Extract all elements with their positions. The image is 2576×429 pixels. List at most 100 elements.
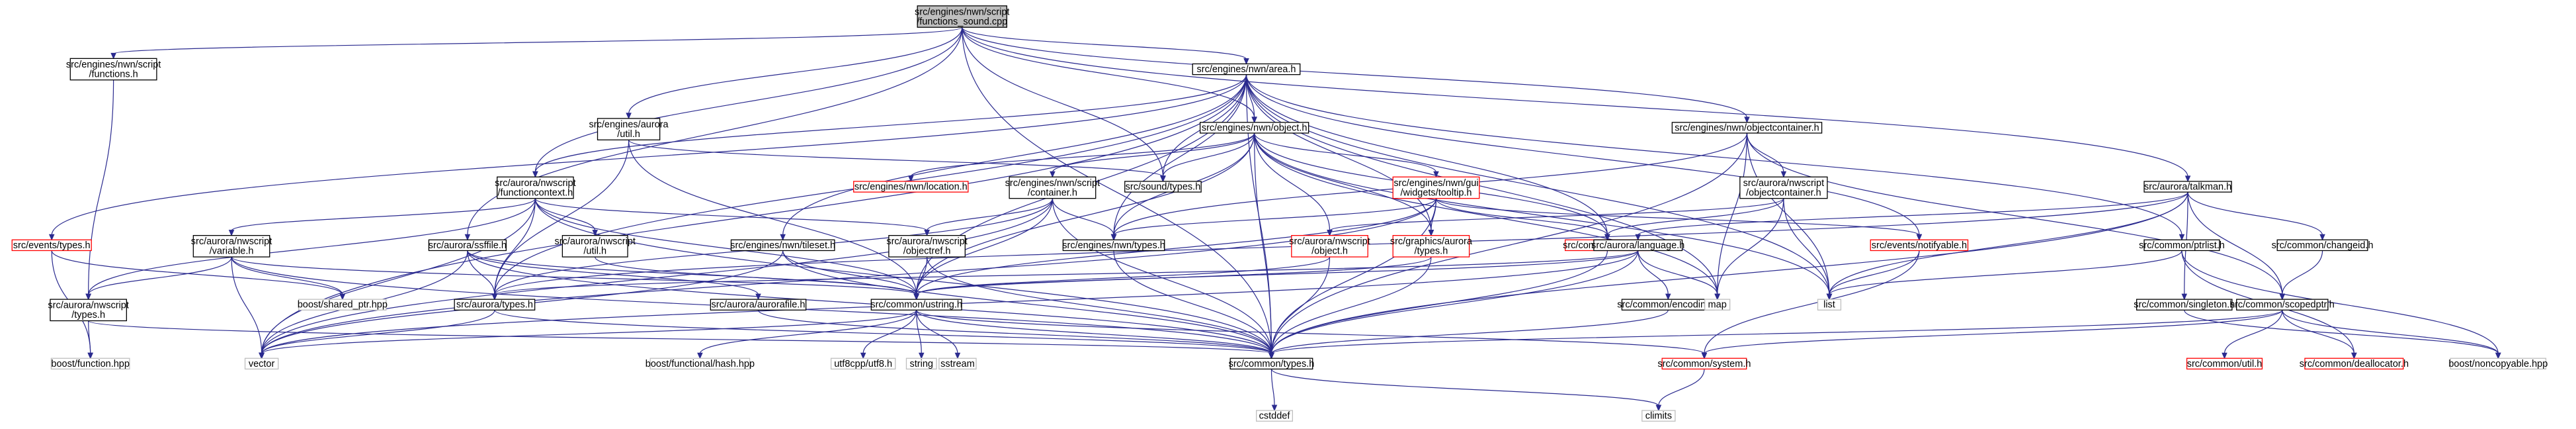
node-label: src/aurora/nwscript bbox=[191, 236, 272, 247]
arrowhead-icon bbox=[860, 352, 866, 359]
edge-line bbox=[962, 27, 1164, 177]
edge-line bbox=[112, 26, 963, 54]
node-functioncontext-h[interactable]: src/aurora/nwscript/functioncontext.h bbox=[495, 176, 576, 199]
node-aurorafile-h[interactable]: src/aurora/aurorafile.h bbox=[710, 299, 807, 310]
node-common-types-h[interactable]: src/common/types.h bbox=[1229, 358, 1315, 370]
node-label: src/engines/nwn/area.h bbox=[1197, 64, 1296, 75]
node-tileset-h[interactable]: src/engines/nwn/tileset.h bbox=[730, 239, 835, 252]
edge-root-to-functions_h bbox=[110, 26, 963, 60]
arrowhead-icon bbox=[2222, 352, 2227, 359]
edge-line bbox=[916, 309, 1705, 354]
edge-line bbox=[2282, 310, 2499, 354]
edge-root-to-talkman_h bbox=[962, 27, 2191, 183]
arrowhead-icon bbox=[913, 293, 919, 301]
node-nwn-types-h[interactable]: src/engines/nwn/types.h bbox=[1062, 239, 1165, 252]
node-area-h[interactable]: src/engines/nwn/area.h bbox=[1192, 63, 1301, 75]
edge-language_h-to-map bbox=[1638, 250, 1720, 301]
node-script-container-h[interactable]: src/engines/nwn/script/container.h bbox=[1005, 176, 1100, 199]
edge-line bbox=[1329, 198, 1784, 232]
edge-line bbox=[88, 320, 1272, 354]
node-box bbox=[888, 235, 966, 258]
edge-line bbox=[1254, 133, 1432, 231]
node-events-types-h[interactable]: src/events/types.h bbox=[11, 239, 92, 252]
node-label: list bbox=[1823, 300, 1835, 310]
node-location-h[interactable]: src/engines/nwn/location.h bbox=[853, 181, 969, 193]
edge-line bbox=[1270, 369, 1659, 406]
node-nwscript-object-h[interactable]: src/aurora/nwscript/object.h bbox=[1289, 235, 1370, 258]
arrowhead-icon bbox=[954, 352, 961, 359]
node-label: /functions.h bbox=[89, 69, 138, 79]
node-objectcontainer-h[interactable]: src/engines/nwn/objectcontainer.h bbox=[1671, 122, 1823, 134]
edge-line bbox=[261, 198, 1437, 354]
node-language-h[interactable]: src/aurora/language.h bbox=[1591, 239, 1684, 252]
node-label: src/aurora/nwscript bbox=[554, 236, 635, 247]
node-encoding-h[interactable]: src/common/encoding.h bbox=[1617, 299, 1719, 310]
node-box bbox=[2136, 299, 2233, 310]
node-objectref-h[interactable]: src/aurora/nwscript/objectref.h bbox=[886, 235, 968, 258]
node-system-h[interactable]: src/common/system.h bbox=[1657, 358, 1751, 370]
edge-functioncontext_h-to-nwscript_util_h bbox=[534, 198, 598, 236]
node-nwscript-types-h[interactable]: src/aurora/nwscript/types.h bbox=[48, 299, 129, 322]
arrowhead-icon bbox=[1243, 58, 1249, 65]
edge-line bbox=[1245, 74, 1608, 236]
node-common-util-h[interactable]: src/common/util.h bbox=[2186, 358, 2263, 370]
node-singleton-h[interactable]: src/common/singleton.h bbox=[2134, 299, 2235, 310]
node-root[interactable]: src/engines/nwn/script/functions_sound.c… bbox=[915, 5, 1009, 28]
edge-line bbox=[1829, 250, 2182, 295]
node-ptrlist-h[interactable]: src/common/ptrlist.h bbox=[2139, 239, 2225, 252]
node-label: src/engines/nwn/script bbox=[66, 60, 161, 70]
node-label: src/aurora/nwscript bbox=[495, 178, 575, 189]
edge-root-to-objectcontainer_h bbox=[962, 27, 1750, 124]
node-nwscript-variable-h[interactable]: src/aurora/nwscript/variable.h bbox=[191, 235, 272, 258]
node-aurora-util-h[interactable]: src/engines/aurora/util.h bbox=[589, 118, 669, 140]
node-label: sstream bbox=[940, 359, 975, 369]
node-aurora-types-h[interactable]: src/aurora/types.h bbox=[454, 299, 536, 310]
edge-line bbox=[962, 27, 2188, 177]
edge-line bbox=[231, 256, 917, 295]
arrowhead-icon bbox=[1110, 234, 1117, 241]
edge-line bbox=[1270, 250, 1639, 354]
edge-line bbox=[1829, 250, 1920, 295]
arrowhead-icon bbox=[2184, 175, 2191, 183]
arrowhead-icon bbox=[1050, 171, 1056, 178]
node-ssffile-h[interactable]: src/aurora/ssffile.h bbox=[428, 239, 507, 252]
edge-line bbox=[1717, 198, 1784, 295]
arrowhead-icon bbox=[1604, 234, 1610, 241]
node-tooltip-h[interactable]: src/engines/nwn/gui/widgets/tooltip.h bbox=[1392, 176, 1480, 199]
edge-line bbox=[1254, 133, 1718, 295]
node-label: boost/functional/hash.hpp bbox=[645, 359, 755, 369]
node-scopedptr-h[interactable]: src/common/scopedptr.h bbox=[2230, 299, 2335, 310]
node-label: map bbox=[1708, 300, 1727, 310]
edge-line bbox=[88, 79, 114, 295]
node-label: src/aurora/nwscript bbox=[1289, 236, 1370, 247]
node-label: src/sound/types.h bbox=[1126, 182, 1201, 193]
node-label: boost/noncopyable.hpp bbox=[2448, 359, 2548, 369]
edge-line bbox=[1270, 257, 1331, 354]
node-nwn-object-h[interactable]: src/engines/nwn/object.h bbox=[1199, 122, 1309, 134]
node-label: boost/shared_ptr.hpp bbox=[298, 300, 388, 310]
node-sound-types-h[interactable]: src/sound/types.h bbox=[1124, 181, 1202, 193]
node-label: src/common/system.h bbox=[1657, 359, 1751, 369]
node-talkman-h[interactable]: src/aurora/talkman.h bbox=[2143, 181, 2232, 193]
edge-line bbox=[2282, 250, 2323, 295]
node-graphics-aurora-types-h[interactable]: src/graphics/aurora/types.h bbox=[1390, 235, 1473, 258]
arrowhead-icon bbox=[2351, 352, 2357, 359]
node-changeid-h[interactable]: src/common/changeid.h bbox=[2272, 239, 2374, 252]
node-functions-h[interactable]: src/engines/nwn/script/functions.h bbox=[66, 58, 161, 81]
edge-nwscript_objectcontainer_h-to-nwscript_object_h bbox=[1327, 198, 1784, 236]
edge-line bbox=[962, 27, 1272, 354]
node-nwscript-util-h[interactable]: src/aurora/nwscript/util.h bbox=[554, 235, 636, 258]
node-list: list bbox=[1817, 299, 1842, 310]
node-label: src/engines/aurora bbox=[589, 119, 669, 130]
node-box bbox=[50, 358, 130, 370]
node-notifyable-h[interactable]: src/events/notifyable.h bbox=[1870, 239, 1969, 252]
node-ustring-h[interactable]: src/common/ustring.h bbox=[870, 299, 962, 310]
node-deallocator-h[interactable]: src/common/deallocator.h bbox=[2300, 358, 2409, 370]
node-nwscript-objectcontainer-h[interactable]: src/aurora/nwscript/objectcontainer.h bbox=[1739, 176, 1828, 199]
node-shared-ptr-hpp: boost/shared_ptr.hpp bbox=[298, 299, 388, 310]
node-label: src/engines/nwn/script bbox=[1005, 178, 1100, 189]
node-box bbox=[1739, 176, 1828, 199]
edge-line bbox=[534, 198, 928, 232]
arrowhead-icon bbox=[1780, 171, 1787, 178]
edge-line bbox=[628, 140, 917, 295]
